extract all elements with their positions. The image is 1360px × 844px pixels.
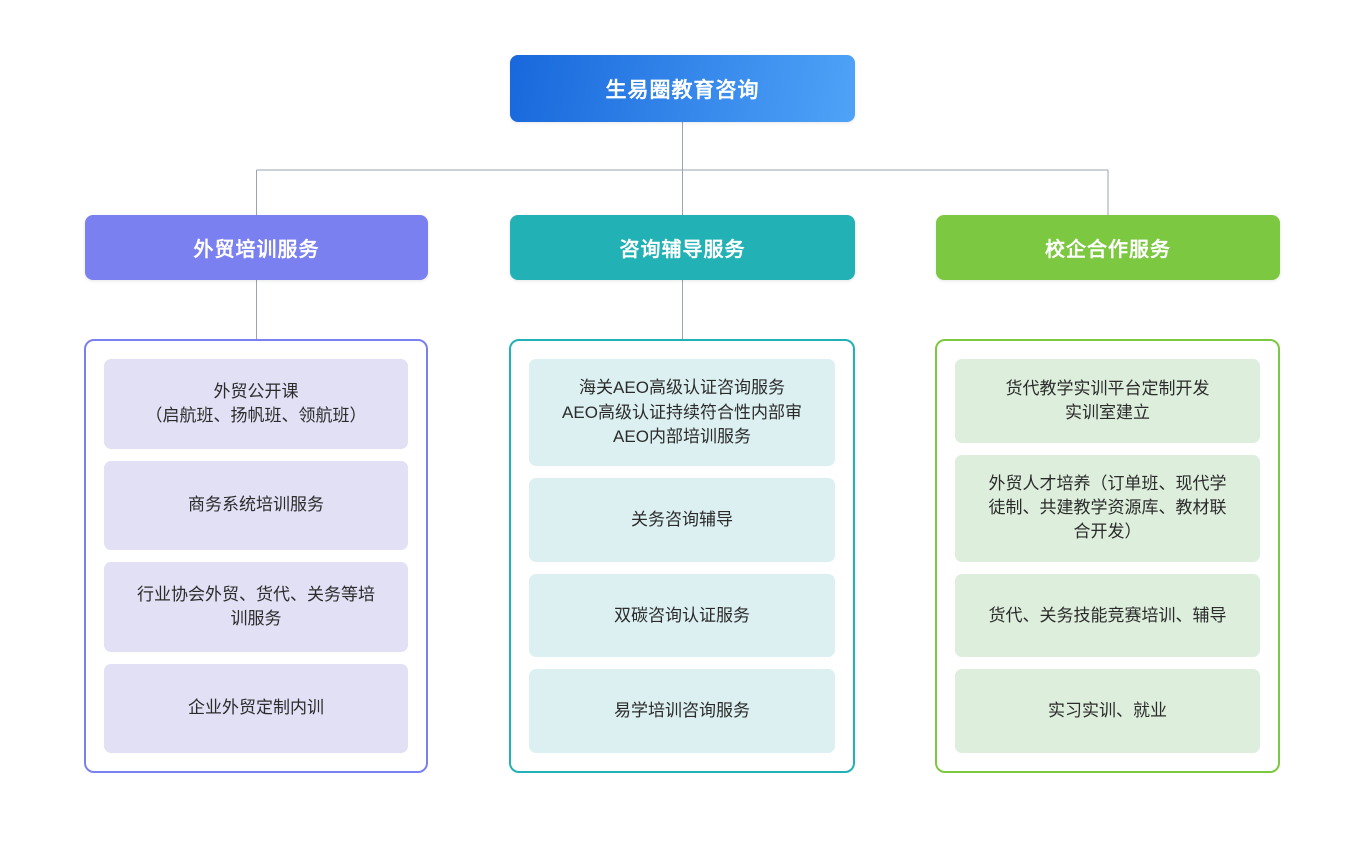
leaf-item[interactable]: 货代、关务技能竞赛培训、辅导	[955, 573, 1260, 658]
leaf-item-line: 徒制、共建教学资源库、教材联	[988, 498, 1227, 518]
category-container-waimao-peixun: 外贸公开课 （启航班、扬帆班、领航班） 商务系统培训服务行业协会外贸、货代、关务等培…	[84, 339, 428, 773]
leaf-item-line: 企业外贸定制内训	[188, 698, 324, 718]
leaf-item-line: 实训室建立	[1065, 402, 1150, 422]
leaf-item-line: 易学培训咨询服务	[614, 701, 750, 721]
leaf-item[interactable]: 易学培训咨询服务	[529, 669, 835, 754]
leaf-item-line: 合开发）	[1073, 522, 1142, 542]
leaf-item-line: 关务咨询辅导	[631, 509, 733, 529]
leaf-item[interactable]: 外贸人才培养（订单班、现代学徒制、共建教学资源库、教材联合开发）	[955, 454, 1260, 562]
leaf-item-line: 实习实训、就业	[1048, 701, 1167, 721]
category-header-label: 校企合作服务	[1045, 239, 1171, 261]
leaf-item-line: 货代、关务技能竞赛培训、辅导	[988, 605, 1227, 625]
leaf-item[interactable]: 货代教学实训平台定制开发实训室建立	[955, 359, 1260, 443]
leaf-item-line: 外贸人才培养（订单班、现代学	[988, 474, 1227, 494]
leaf-item[interactable]: 实习实训、就业	[955, 669, 1260, 754]
leaf-item[interactable]: 外贸公开课 （启航班、扬帆班、领航班）	[104, 359, 408, 449]
leaf-item-line: 外贸公开课	[213, 381, 299, 401]
leaf-item-line: AEO内部培训服务	[613, 426, 751, 446]
leaf-item-line: （启航班、扬帆班、领航班）	[145, 405, 367, 425]
category-header-label: 咨询辅导服务	[619, 239, 746, 261]
leaf-item-line: AEO高级认证持续符合性内部审	[562, 402, 802, 422]
category-container-zixun-fudao: 海关AEO高级认证咨询服务 AEO高级认证持续符合性内部审 AEO内部培训服务关务咨…	[509, 339, 855, 773]
leaf-item-line: 训服务	[230, 608, 282, 628]
leaf-item-line: 行业协会外贸、货代、关务等培	[137, 584, 375, 604]
leaf-item-line: 双碳咨询认证服务	[614, 605, 750, 625]
root-node-label: 生易圈教育咨询	[605, 78, 760, 102]
leaf-item[interactable]: 海关AEO高级认证咨询服务 AEO高级认证持续符合性内部审 AEO内部培训服务	[529, 359, 835, 467]
leaf-item-line: 海关AEO高级认证咨询服务	[579, 378, 785, 398]
leaf-item-line: 商务系统培训服务	[188, 495, 324, 515]
category-container-xiaoqi-hezuo: 货代教学实训平台定制开发实训室建立外贸人才培养（订单班、现代学徒制、共建教学资源…	[935, 339, 1280, 773]
category-header-zixun-fudao[interactable]: 咨询辅导服务	[510, 215, 855, 280]
leaf-item[interactable]: 关务咨询辅导	[529, 478, 835, 562]
category-header-label: 外贸培训服务	[193, 239, 320, 261]
leaf-item[interactable]: 商务系统培训服务	[104, 460, 408, 550]
root-node[interactable]: 生易圈教育咨询	[510, 55, 855, 122]
leaf-item[interactable]: 行业协会外贸、货代、关务等培训服务	[104, 562, 408, 652]
category-header-xiaoqi-hezuo[interactable]: 校企合作服务	[936, 215, 1280, 280]
leaf-item[interactable]: 企业外贸定制内训	[104, 663, 408, 753]
leaf-item-line: 货代教学实训平台定制开发	[1005, 378, 1210, 398]
category-header-waimao-peixun[interactable]: 外贸培训服务	[85, 215, 428, 280]
leaf-item[interactable]: 双碳咨询认证服务	[529, 573, 835, 658]
